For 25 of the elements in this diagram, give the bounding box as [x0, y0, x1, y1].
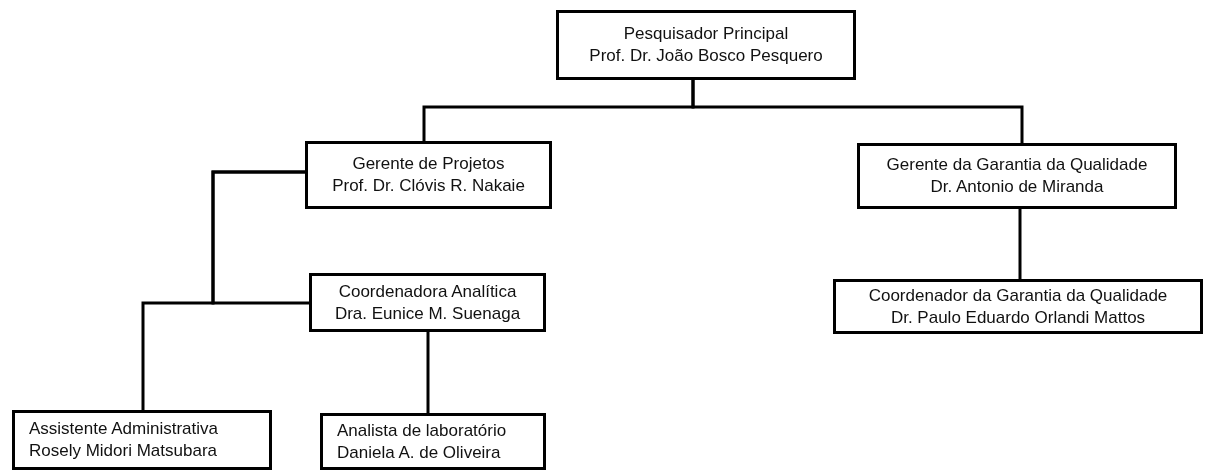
- person-name: Dr. Paulo Eduardo Orlandi Mattos: [890, 306, 1146, 329]
- person-name: Dra. Eunice M. Suenaga: [334, 302, 521, 325]
- org-box: [556, 10, 856, 80]
- org-box: [309, 273, 546, 332]
- connector-line: [141, 170, 305, 410]
- person-name: Daniela A. de Oliveira: [337, 441, 501, 464]
- org-box: [857, 143, 1177, 209]
- role-title: Gerente da Garantia da Qualidade: [886, 154, 1148, 176]
- role-title: Coordenadora Analítica: [338, 280, 517, 303]
- role-title: Assistente Administrativa: [29, 418, 218, 440]
- org-box: [833, 279, 1203, 334]
- person-name: Prof. Dr. Clóvis R. Nakaie: [332, 175, 525, 197]
- org-box: [12, 410, 272, 470]
- connector-line: [426, 332, 430, 413]
- org-box: [305, 141, 552, 209]
- connector-line: [1018, 209, 1022, 279]
- person-name: Prof. Dr. João Bosco Pesquero: [589, 45, 823, 67]
- person-name: Dr. Antonio de Miranda: [930, 176, 1104, 198]
- person-name: Rosely Midori Matsubara: [29, 440, 217, 462]
- role-title: Pesquisador Principal: [623, 23, 789, 45]
- role-title: Gerente de Projetos: [352, 153, 505, 175]
- role-title: Analista de laboratório: [337, 419, 507, 442]
- connector-line: [691, 80, 1024, 143]
- org-box: [320, 413, 546, 470]
- role-title: Coordenador da Garantia da Qualidade: [868, 284, 1168, 307]
